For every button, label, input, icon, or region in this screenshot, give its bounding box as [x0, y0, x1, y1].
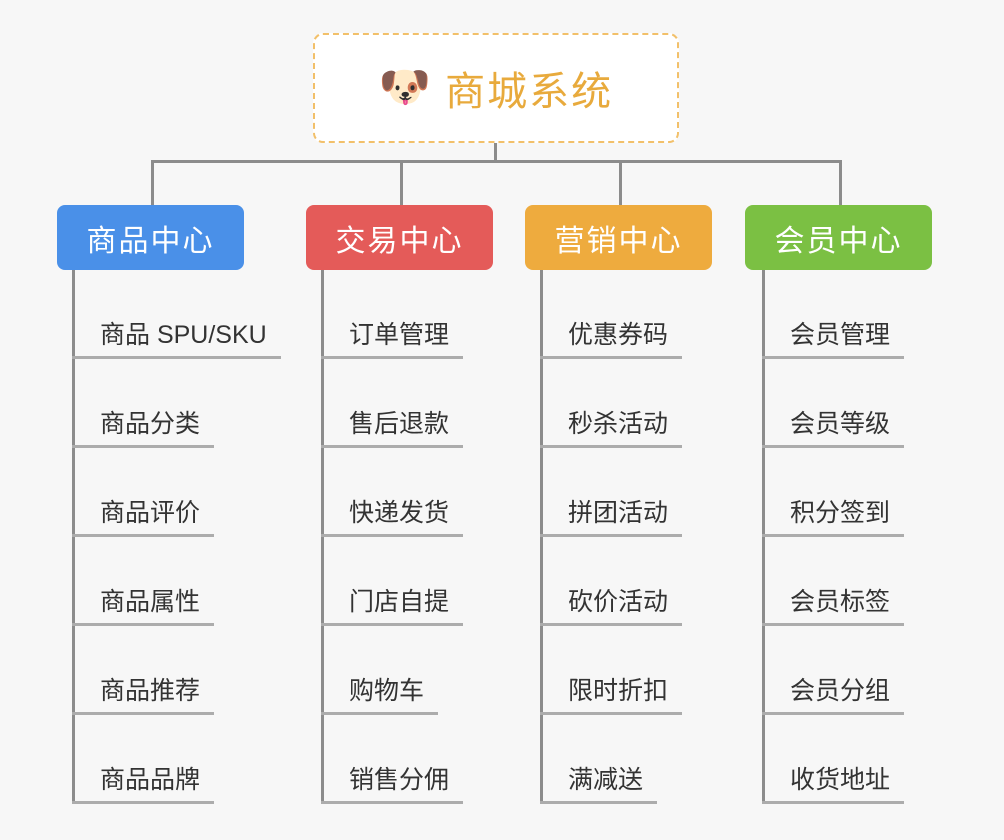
list-item[interactable]: 商品评价: [72, 448, 281, 537]
list-item[interactable]: 订单管理: [321, 270, 464, 359]
leaf-label: 会员等级: [762, 410, 905, 448]
branch-drop-connector: [619, 160, 622, 205]
leaf-label: 销售分佣: [321, 766, 464, 804]
leaf-trunk-connector: [762, 270, 765, 804]
horizontal-bus-connector: [151, 160, 842, 163]
list-item[interactable]: 积分签到: [762, 448, 905, 537]
list-item[interactable]: 砍价活动: [540, 537, 683, 626]
leaf-label: 商品 SPU/SKU: [72, 321, 281, 359]
leaf-trunk-connector: [540, 270, 543, 804]
leaf-list-member-center: 会员管理 会员等级 积分签到 会员标签 会员分组 收货地址: [762, 270, 905, 804]
leaf-label: 商品分类: [72, 410, 215, 448]
leaf-label: 快递发货: [321, 499, 464, 537]
list-item[interactable]: 门店自提: [321, 537, 464, 626]
leaf-label: 收货地址: [762, 766, 905, 804]
list-item[interactable]: 限时折扣: [540, 626, 683, 715]
shiba-dog-face-icon: 🐶: [378, 63, 432, 110]
leaf-label: 限时折扣: [540, 677, 683, 715]
list-item[interactable]: 商品 SPU/SKU: [72, 270, 281, 359]
leaf-label: 积分签到: [762, 499, 905, 537]
list-item[interactable]: 会员管理: [762, 270, 905, 359]
leaf-label: 售后退款: [321, 410, 464, 448]
category-header-trade-center[interactable]: 交易中心: [306, 205, 493, 270]
list-item[interactable]: 快递发货: [321, 448, 464, 537]
category-title: 营销中心: [554, 224, 683, 258]
leaf-label: 砍价活动: [540, 588, 683, 626]
branch-column-marketing-center: 营销中心 优惠券码 秒杀活动 拼团活动 砍价活动 限时折扣 满减送: [525, 160, 712, 804]
list-item[interactable]: 商品属性: [72, 537, 281, 626]
list-item[interactable]: 拼团活动: [540, 448, 683, 537]
leaf-label: 购物车: [321, 677, 439, 715]
leaf-label: 会员标签: [762, 588, 905, 626]
list-item[interactable]: 商品分类: [72, 359, 281, 448]
category-header-marketing-center[interactable]: 营销中心: [525, 205, 712, 270]
leaf-label: 商品推荐: [72, 677, 215, 715]
leaf-label: 优惠券码: [540, 321, 683, 359]
root-stem-connector: [494, 143, 497, 163]
leaf-label: 会员分组: [762, 677, 905, 715]
leaf-label: 商品属性: [72, 588, 215, 626]
leaf-label: 会员管理: [762, 321, 905, 359]
leaf-label: 商品品牌: [72, 766, 215, 804]
leaf-list-product-center: 商品 SPU/SKU 商品分类 商品评价 商品属性 商品推荐 商品品牌: [72, 270, 281, 804]
root-node-shopping-mall-system[interactable]: 🐶 商城系统: [313, 33, 679, 143]
list-item[interactable]: 收货地址: [762, 715, 905, 804]
branch-drop-connector: [839, 160, 842, 205]
branch-column-member-center: 会员中心 会员管理 会员等级 积分签到 会员标签 会员分组 收货地址: [745, 160, 932, 804]
list-item[interactable]: 满减送: [540, 715, 682, 804]
leaf-label: 满减送: [540, 766, 658, 804]
category-header-product-center[interactable]: 商品中心: [57, 205, 244, 270]
list-item[interactable]: 会员标签: [762, 537, 905, 626]
list-item[interactable]: 商品品牌: [72, 715, 281, 804]
category-title: 交易中心: [335, 224, 464, 258]
root-node-title: 商城系统: [445, 70, 614, 114]
list-item[interactable]: 优惠券码: [540, 270, 683, 359]
category-title: 会员中心: [774, 224, 903, 258]
leaf-list-trade-center: 订单管理 售后退款 快递发货 门店自提 购物车 销售分佣: [321, 270, 464, 804]
list-item[interactable]: 会员分组: [762, 626, 905, 715]
category-title: 商品中心: [86, 224, 215, 258]
list-item[interactable]: 会员等级: [762, 359, 905, 448]
leaf-trunk-connector: [72, 270, 75, 804]
leaf-trunk-connector: [321, 270, 324, 804]
leaf-label: 门店自提: [321, 588, 464, 626]
list-item[interactable]: 销售分佣: [321, 715, 464, 804]
list-item[interactable]: 售后退款: [321, 359, 464, 448]
branch-drop-connector: [400, 160, 403, 205]
leaf-label: 拼团活动: [540, 499, 683, 537]
list-item[interactable]: 秒杀活动: [540, 359, 683, 448]
category-header-member-center[interactable]: 会员中心: [745, 205, 932, 270]
leaf-label: 订单管理: [321, 321, 464, 359]
leaf-label: 商品评价: [72, 499, 215, 537]
leaf-list-marketing-center: 优惠券码 秒杀活动 拼团活动 砍价活动 限时折扣 满减送: [540, 270, 683, 804]
leaf-label: 秒杀活动: [540, 410, 683, 448]
branch-column-product-center: 商品中心 商品 SPU/SKU 商品分类 商品评价 商品属性 商品推荐 商品品牌: [57, 160, 281, 804]
list-item[interactable]: 商品推荐: [72, 626, 281, 715]
branch-column-trade-center: 交易中心 订单管理 售后退款 快递发货 门店自提 购物车 销售分佣: [306, 160, 493, 804]
list-item[interactable]: 购物车: [321, 626, 463, 715]
branch-drop-connector: [151, 160, 154, 205]
